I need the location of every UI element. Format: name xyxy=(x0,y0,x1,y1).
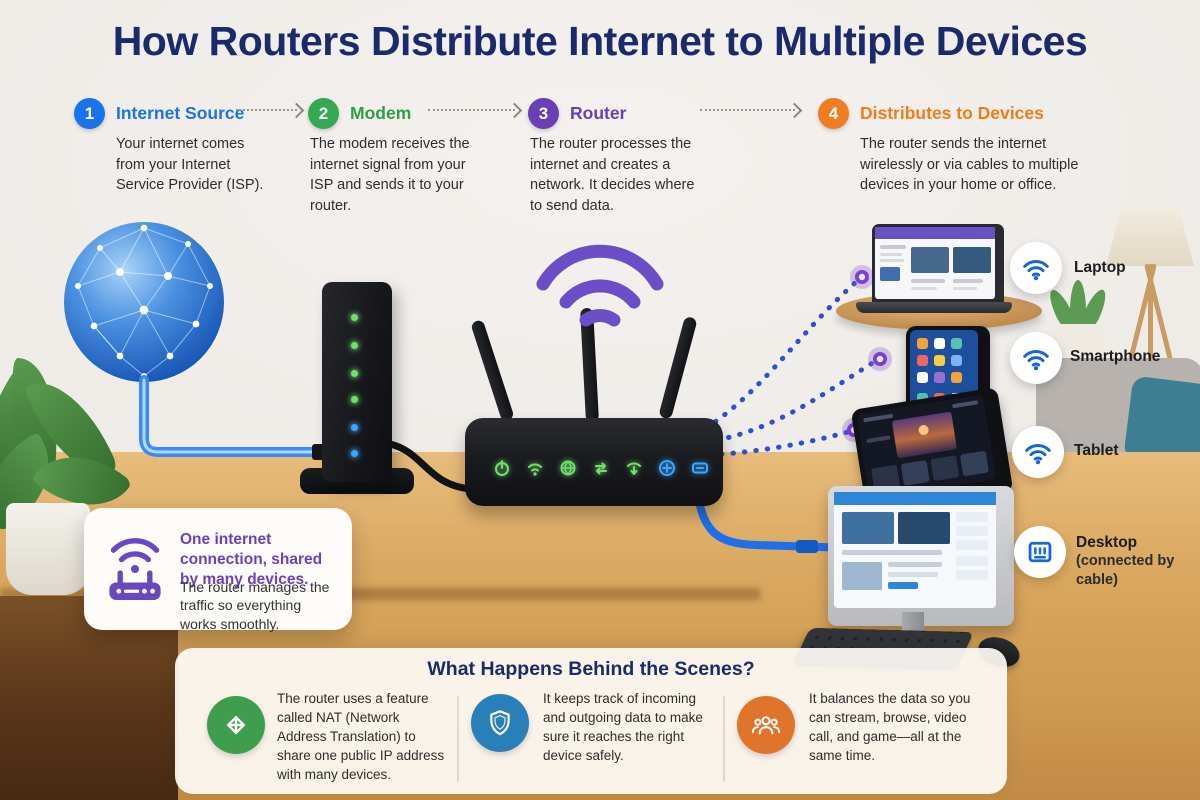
device-label: Tablet xyxy=(1074,442,1119,459)
panel-divider xyxy=(457,696,459,782)
desktop-chip xyxy=(1014,526,1066,578)
callout-title: One internet connection, shared by many … xyxy=(180,531,323,589)
modem-led xyxy=(351,450,358,457)
desktop-monitor xyxy=(828,486,1014,626)
internet-led-icon xyxy=(560,460,576,476)
panel-item-text: It balances the data so you can stream, … xyxy=(809,691,971,763)
device-sublabel: (connected by cable) xyxy=(1076,553,1175,588)
wifi-icon xyxy=(1023,349,1049,370)
callout-card: One internet connection, shared by many … xyxy=(84,508,352,632)
device-label: Smartphone xyxy=(1070,348,1161,365)
step-2-description: The modem receives the internet signal f… xyxy=(310,136,470,214)
floor-lamp-leg xyxy=(1148,264,1153,366)
step-arrow xyxy=(236,102,305,118)
panel-item-text: The router uses a feature called NAT (Ne… xyxy=(277,691,445,782)
modem-led xyxy=(351,424,358,431)
nat-arrows-icon xyxy=(207,696,265,754)
panel-divider xyxy=(723,696,725,782)
laptop-base xyxy=(856,302,1012,313)
step-1-label: Internet Source xyxy=(116,103,245,123)
shield-icon xyxy=(471,694,529,752)
step-4-number: 4 xyxy=(818,98,849,129)
step-3-description: The router processes the internet and cr… xyxy=(530,136,695,214)
wifi-icon xyxy=(1025,443,1051,464)
router-led-row xyxy=(492,458,712,478)
ethernet-cable xyxy=(694,492,856,552)
internet-globe xyxy=(64,222,224,382)
wps-led-icon xyxy=(627,462,641,475)
step-arrow xyxy=(428,102,523,118)
power-led-icon xyxy=(495,460,509,476)
modem-router-cable xyxy=(386,440,476,493)
lan-led-icon xyxy=(692,462,708,474)
callout-body: The router manages the traffic so everyt… xyxy=(180,579,330,632)
modem-led xyxy=(351,314,358,321)
router xyxy=(465,418,723,506)
wifi-led-icon xyxy=(528,463,542,476)
panel-item-text: It keeps track of incoming and outgoing … xyxy=(543,691,703,763)
small-plant-pot xyxy=(1056,324,1102,356)
wireless-links xyxy=(703,279,877,458)
isp-cable xyxy=(139,375,329,457)
panel-title: What Happens Behind the Scenes? xyxy=(427,658,755,680)
usb-led-icon xyxy=(659,460,675,476)
step-1-number: 1 xyxy=(74,98,105,129)
laptop-screen-content xyxy=(875,227,995,299)
step-4-label: Distributes to Devices xyxy=(860,103,1044,123)
people-icon xyxy=(737,696,795,754)
step-3-number: 3 xyxy=(528,98,559,129)
under-desk-shadow xyxy=(0,596,178,800)
step-arrow xyxy=(700,102,803,118)
device-label-group: Desktop (connected by cable) xyxy=(1076,534,1186,590)
page-title: How Routers Distribute Internet to Multi… xyxy=(112,18,1088,64)
plant-pot xyxy=(6,503,90,595)
floor-lamp-shade xyxy=(1106,206,1194,266)
modem-led xyxy=(351,396,358,403)
tablet xyxy=(850,387,1014,515)
transfer-led-icon xyxy=(595,462,607,475)
step-2-label: Modem xyxy=(350,103,412,123)
smartphone-chip xyxy=(1010,332,1062,384)
step-1-description: Your internet comes from your Internet S… xyxy=(116,136,264,194)
behind-scenes-panel: What Happens Behind the Scenes? The rout… xyxy=(175,648,1007,794)
step-4-description: The router sends the internet wirelessly… xyxy=(860,136,1079,194)
wifi-icon xyxy=(1023,259,1049,280)
modem-led xyxy=(351,370,358,377)
step-3-label: Router xyxy=(570,103,627,123)
laptop-chip xyxy=(1010,242,1062,294)
modem-led xyxy=(351,342,358,349)
ethernet-icon xyxy=(1028,541,1052,563)
modem xyxy=(322,282,392,482)
device-label: Laptop xyxy=(1074,259,1126,276)
wifi-broadcast-icon xyxy=(536,244,664,327)
router-icon xyxy=(109,538,161,600)
tablet-screen-content xyxy=(857,395,996,499)
device-label: Desktop xyxy=(1076,534,1138,551)
laptop xyxy=(872,224,1004,308)
step-2-number: 2 xyxy=(308,98,339,129)
tablet-chip xyxy=(1012,426,1064,478)
desktop-screen-content xyxy=(834,492,996,608)
